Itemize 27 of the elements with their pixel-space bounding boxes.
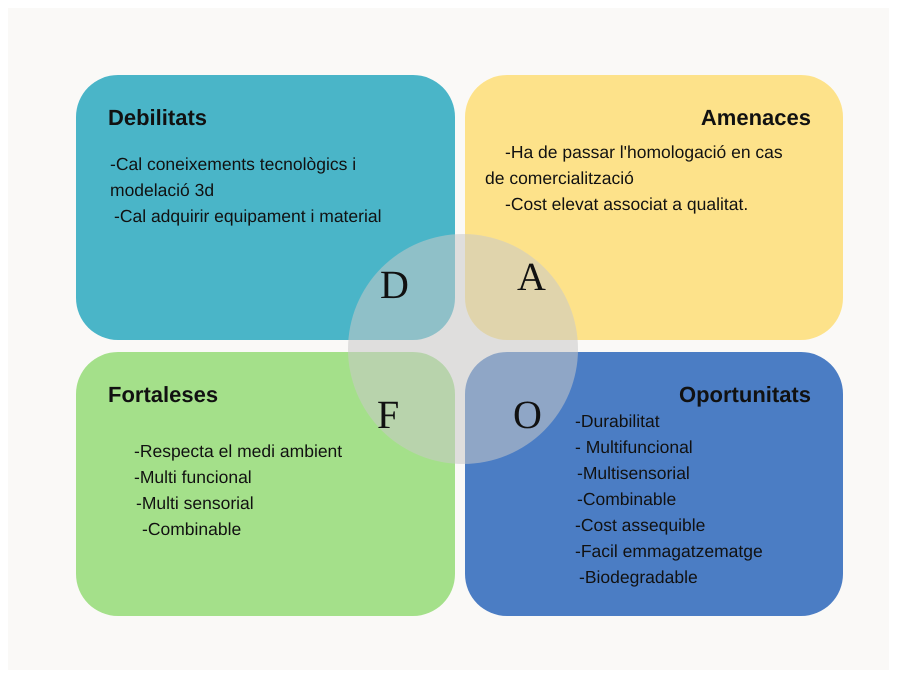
bullet-text: -Facil emmagatzematge <box>575 540 764 563</box>
bullet-text: -Cal coneixements tecnològics i modelació 3d <box>110 153 358 202</box>
bullet-text: -Cal adquirir equipament i material <box>114 205 382 228</box>
bullet-text: -Cost assequible <box>575 514 706 537</box>
bullet-text: -Durabilitat <box>575 410 661 433</box>
quadrant-letter: O <box>513 391 542 438</box>
heading: Oportunitats <box>679 382 811 408</box>
bullet-text: -Ha de passar l'homologació en cas de comercialització <box>485 141 784 190</box>
heading: Amenaces <box>700 105 811 131</box>
bullet-text: -Respecta el medi ambient <box>134 440 344 463</box>
bullet-text: -Biodegradable <box>579 566 699 589</box>
bullet-text: - Multifuncional <box>575 436 694 459</box>
bullet-text: -Multi sensorial <box>136 492 255 515</box>
heading: Debilitats <box>108 105 208 131</box>
quadrant-card <box>76 75 455 340</box>
quadrant-letter: D <box>380 261 409 308</box>
quadrant-letter: F <box>377 391 400 438</box>
bullet-text: -Cost elevat associat a qualitat. <box>505 193 750 216</box>
bullet-text: -Multi funcional <box>134 466 253 489</box>
quadrant-card <box>465 352 843 616</box>
quadrant-letter: A <box>517 253 546 300</box>
bullet-text: -Combinable <box>142 518 242 541</box>
bullet-text: -Multisensorial <box>577 462 691 485</box>
quadrant-card <box>465 75 843 340</box>
bullet-text: -Combinable <box>577 488 678 511</box>
heading: Fortaleses <box>108 382 218 408</box>
quadrant-card <box>76 352 455 616</box>
